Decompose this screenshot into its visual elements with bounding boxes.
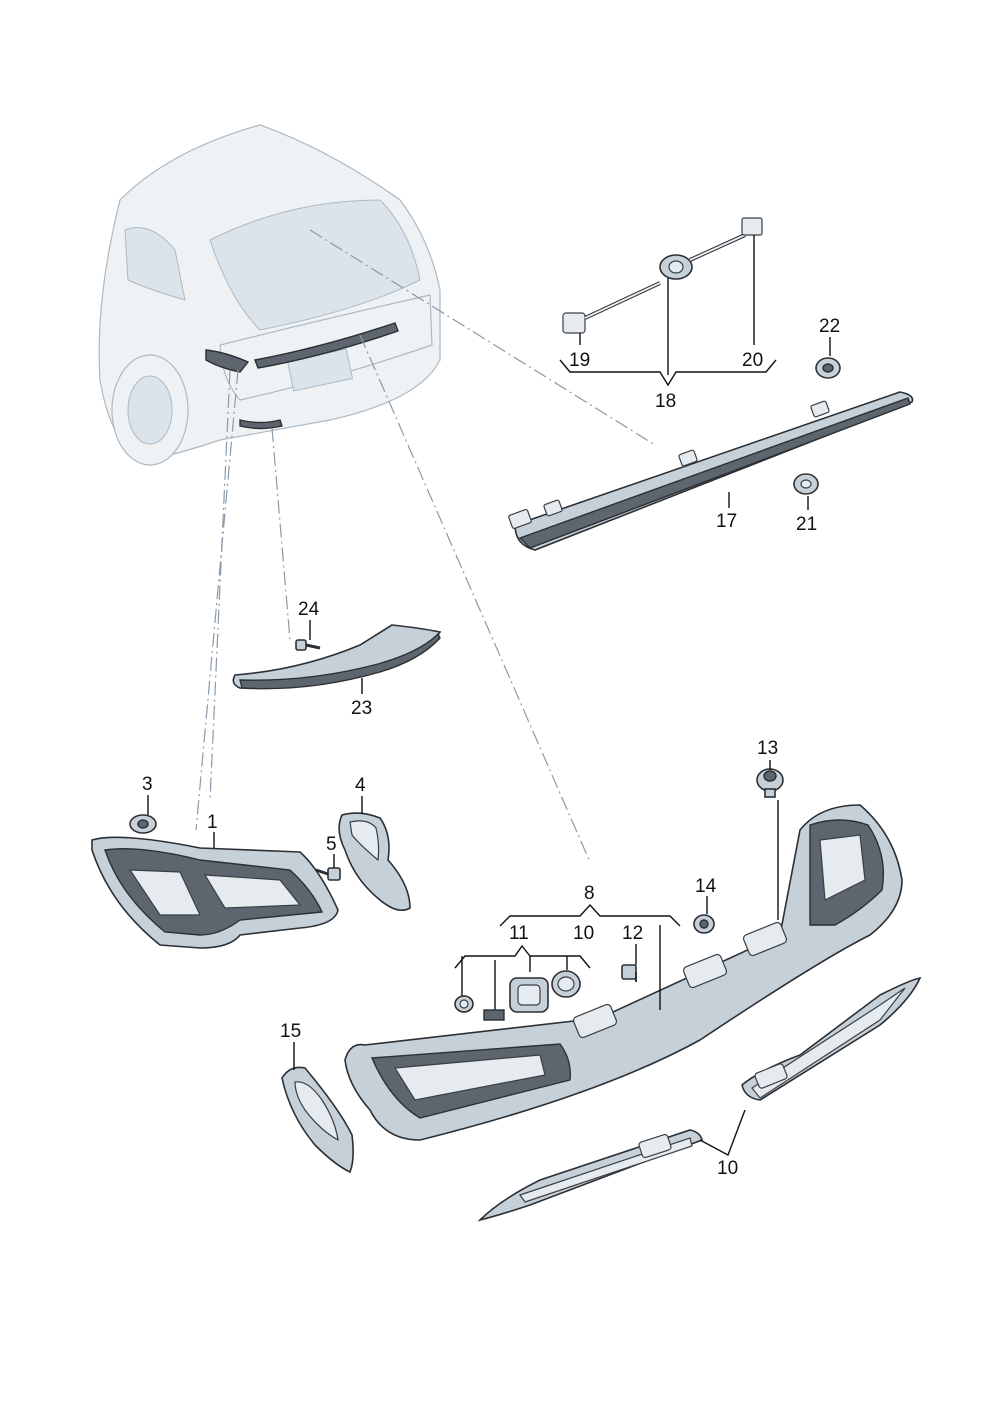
bracket-15 (281, 1066, 354, 1174)
callout-15: 15 (280, 1021, 301, 1042)
callout-8: 8 (584, 883, 595, 904)
callout-1: 1 (207, 812, 218, 833)
reference-lines (195, 229, 656, 863)
callout-10-upper: 10 (573, 923, 594, 944)
trim-strip-23 (232, 624, 442, 690)
trim-strip-10-lower (477, 1129, 703, 1222)
clip-13 (756, 768, 784, 798)
nut-22 (815, 357, 841, 379)
callout-24: 24 (298, 599, 320, 620)
rear-light-panel-8 (344, 804, 903, 1141)
callout-labels: 1 3 4 5 8 10 10 11 12 13 14 15 17 18 19 … (142, 316, 840, 1179)
car-rear-illustration (98, 124, 441, 466)
callout-23: 23 (351, 698, 372, 719)
pad (483, 1009, 505, 1021)
callout-13: 13 (757, 738, 778, 759)
callout-20: 20 (742, 350, 763, 371)
callout-5: 5 (326, 834, 337, 855)
callout-14: 14 (695, 876, 717, 897)
callout-19: 19 (569, 350, 590, 371)
callout-4: 4 (355, 775, 366, 796)
gasket-round (551, 970, 581, 998)
callout-10-lower: 10 (717, 1158, 738, 1179)
clip-12 (621, 964, 637, 982)
high-mount-brake-light-17 (508, 391, 914, 551)
tail-light-1 (91, 836, 339, 949)
callout-18: 18 (655, 391, 676, 412)
screw-24 (295, 639, 321, 651)
trim-strip-10-upper (741, 976, 922, 1101)
grommet-21 (793, 473, 819, 495)
leader-lines-11 (454, 944, 591, 1010)
callout-21: 21 (796, 514, 817, 535)
seal-ring-small (454, 995, 474, 1013)
leader-lines-18 (559, 235, 777, 387)
callout-17: 17 (716, 511, 737, 532)
nut-3 (129, 814, 157, 834)
nut-14 (693, 914, 715, 934)
leader-lines-8 (499, 903, 681, 1010)
callout-11: 11 (509, 923, 529, 944)
callout-22: 22 (819, 316, 840, 337)
callout-12: 12 (622, 923, 643, 944)
seal-4 (338, 812, 411, 911)
wiring-harness-18 (562, 217, 763, 334)
callout-3: 3 (142, 774, 153, 795)
gasket-square (509, 977, 549, 1013)
